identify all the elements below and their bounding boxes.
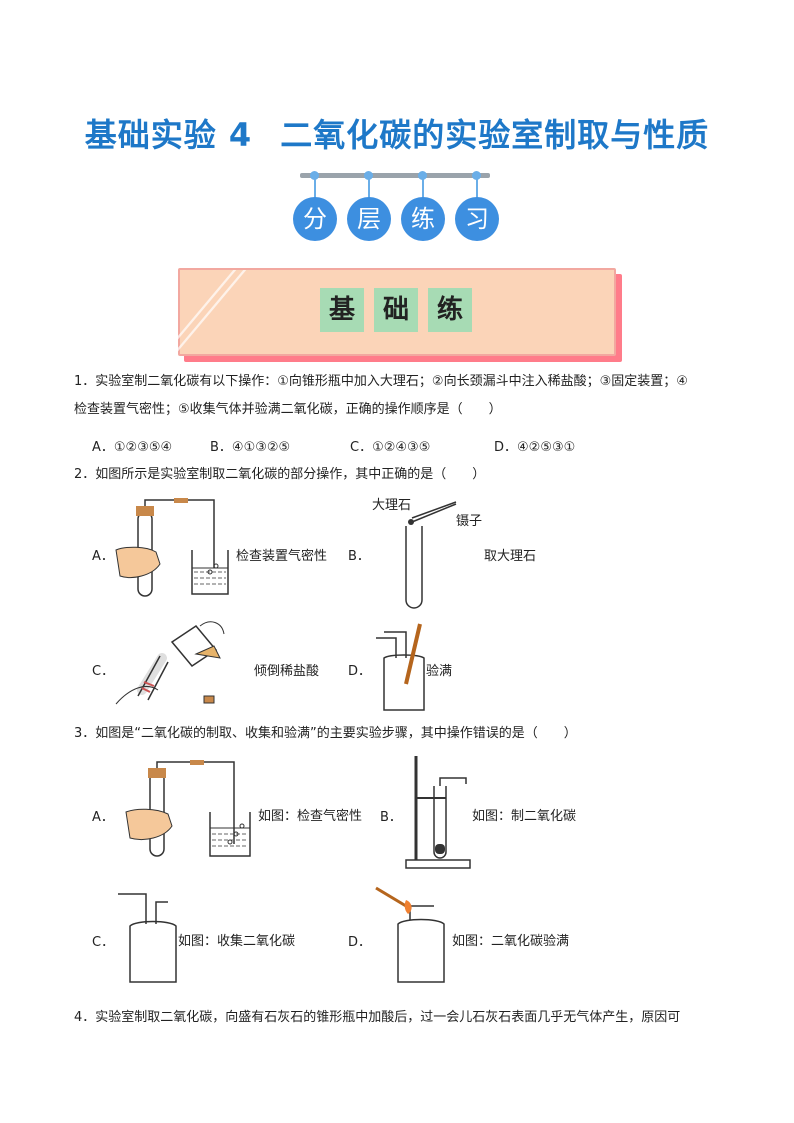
badge-fen: 分 <box>293 197 337 241</box>
badge-xi: 习 <box>455 197 499 241</box>
banner-char-ji: 基 <box>320 288 364 332</box>
badge-rail <box>300 173 490 178</box>
banner-stripe <box>172 270 247 354</box>
q3-option-d-letter: D． <box>348 935 372 950</box>
q2-option-a-text: 检查装置气密性 <box>236 549 328 564</box>
page-title: 基础实验 4 二氧化碳的实验室制取与性质 <box>0 110 794 156</box>
q1-option-c: C．①②④③⑤ <box>350 440 431 455</box>
q3-option-d-text: 如图：二氧化碳验满 <box>452 934 570 949</box>
q3-a-figure <box>125 760 251 857</box>
rail-stem <box>368 178 370 200</box>
q2-option-d-letter: D． <box>348 664 372 679</box>
q2-a-figure <box>115 498 229 597</box>
rail-dot <box>310 171 319 180</box>
banner-char-chu: 础 <box>374 288 418 332</box>
q2-b-stone-label: 大理石 <box>372 498 412 513</box>
q3-c-figure <box>118 893 177 983</box>
rail-dot <box>364 171 373 180</box>
q3-stem: 3．如图是“二氧化碳的制取、收集和验满”的主要实验步骤，其中操作错误的是（ ） <box>74 726 577 741</box>
q3-option-a-text: 如图：检查气密性 <box>258 809 363 824</box>
rail-stem <box>314 178 316 200</box>
rail-stem <box>476 178 478 200</box>
q3-option-c-text: 如图：收集二氧化碳 <box>178 934 296 949</box>
q2-option-c-letter: C． <box>92 664 115 679</box>
rail-stem <box>422 178 424 200</box>
badge-lian: 练 <box>401 197 445 241</box>
badge-ceng: 层 <box>347 197 391 241</box>
q2-option-b-text: 取大理石 <box>484 549 537 564</box>
section-banner: 基 础 练 <box>162 268 616 356</box>
rail-dot <box>472 171 481 180</box>
q3-option-a-letter: A． <box>92 810 114 825</box>
q3-option-b-text: 如图：制二氧化碳 <box>472 809 577 824</box>
q1-option-d: D．④②⑤③① <box>494 440 576 455</box>
q1-line-2: 检查装置气密性；⑤收集气体并验满二氧化碳，正确的操作顺序是（ ） <box>74 402 502 417</box>
banner-char-lian: 练 <box>428 288 472 332</box>
q3-b-figure <box>405 756 471 869</box>
title-part-1: 基础实验 4 <box>84 116 253 154</box>
q3-d-figure <box>375 886 445 983</box>
q2-option-a-letter: A． <box>92 549 114 564</box>
banner-stripe <box>162 270 237 354</box>
rail-dot <box>418 171 427 180</box>
q2-option-d-text: 验满 <box>426 664 453 679</box>
q2-option-c-text: 倾倒稀盐酸 <box>254 664 320 679</box>
title-part-2: 二氧化碳的实验室制取与性质 <box>280 116 710 154</box>
q1-option-b: B．④①③②⑤ <box>210 440 291 455</box>
q2-option-b-letter: B． <box>348 549 370 564</box>
q1-line-1: 1．实验室制二氧化碳有以下操作：①向锥形瓶中加入大理石；②向长颈漏斗中注入稀盐酸… <box>74 374 688 389</box>
q2-b-figure <box>405 501 457 609</box>
q2-stem: 2．如图所示是实验室制取二氧化碳的部分操作，其中正确的是（ ） <box>74 467 486 482</box>
q3-option-c-letter: C． <box>92 935 115 950</box>
q2-b-tweezer-label: 镊子 <box>456 514 483 529</box>
q4-stem: 4．实验室制取二氧化碳，向盛有石灰石的锥形瓶中加酸后，过一会儿石灰石表面几乎无气… <box>74 1010 681 1025</box>
q2-d-figure <box>376 623 425 711</box>
q3-option-b-letter: B． <box>380 810 402 825</box>
q2-c-figure <box>115 621 225 705</box>
q1-option-a: A．①②③⑤④ <box>92 440 173 455</box>
q1-options: A．①②③⑤④ B．④①③②⑤ C．①②④③⑤ D．④②⑤③① <box>92 436 575 455</box>
